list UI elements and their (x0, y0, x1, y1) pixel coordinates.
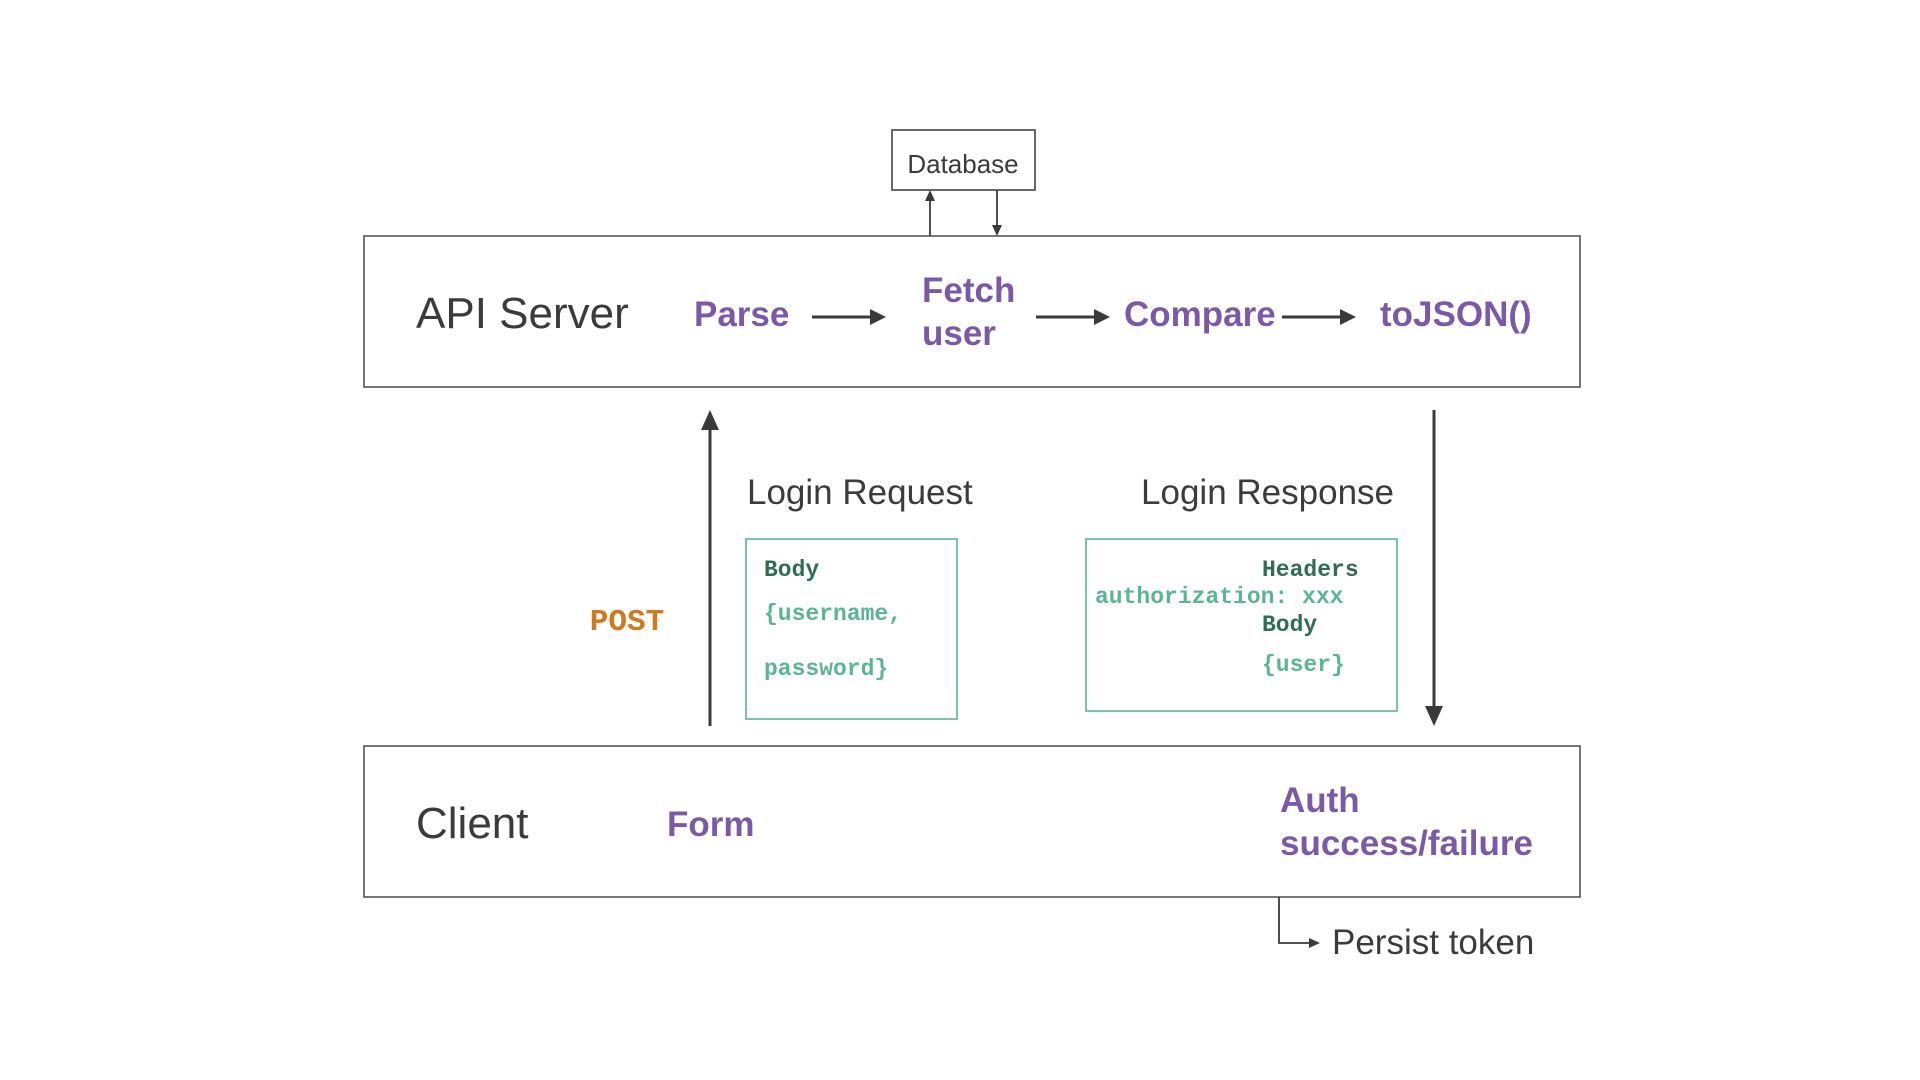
login-request-label: Login Request (747, 473, 973, 512)
api-server-title: API Server (416, 289, 629, 338)
client-form: Form (667, 805, 755, 844)
request-body-title: Body (764, 557, 819, 583)
response-body-value: {user} (1262, 652, 1345, 678)
client-title: Client (416, 799, 529, 848)
response-box (1085, 538, 1398, 712)
login-response-label: Login Response (1141, 473, 1394, 512)
database-to-server-arrowhead (992, 225, 1002, 236)
client-auth-line2: success/failure (1280, 824, 1533, 863)
post-method-label: POST (590, 605, 664, 640)
step-fetch-user-line2: user (922, 314, 996, 353)
request-body-line2: password} (764, 656, 888, 682)
database-label: Database (907, 149, 1018, 179)
response-body-title: Body (1262, 612, 1317, 638)
response-arrowhead (1425, 706, 1443, 726)
api-server-box (363, 235, 1581, 388)
client-box (363, 745, 1581, 898)
database-box (891, 129, 1036, 191)
response-headers-title: Headers (1262, 557, 1359, 583)
persist-token-connector (1278, 897, 1312, 944)
step-tojson: toJSON() (1380, 295, 1532, 334)
step-fetch-user-line1: Fetch (922, 271, 1015, 310)
client-auth-line1: Auth (1280, 781, 1360, 820)
request-body-line1: {username, (764, 601, 902, 627)
request-body-box (745, 538, 958, 720)
persist-token-arrowhead (1309, 938, 1320, 948)
fetch-to-compare-arrowhead (1094, 309, 1110, 325)
step-compare: Compare (1124, 295, 1276, 334)
compare-to-tojson-arrowhead (1340, 309, 1356, 325)
server-to-database-arrowhead (925, 190, 935, 201)
persist-token-label: Persist token (1332, 923, 1534, 962)
response-headers-value: authorization: xxx (1095, 584, 1344, 610)
step-parse: Parse (694, 295, 789, 334)
parse-to-fetch-arrowhead (870, 309, 886, 325)
request-arrowhead (701, 410, 719, 430)
